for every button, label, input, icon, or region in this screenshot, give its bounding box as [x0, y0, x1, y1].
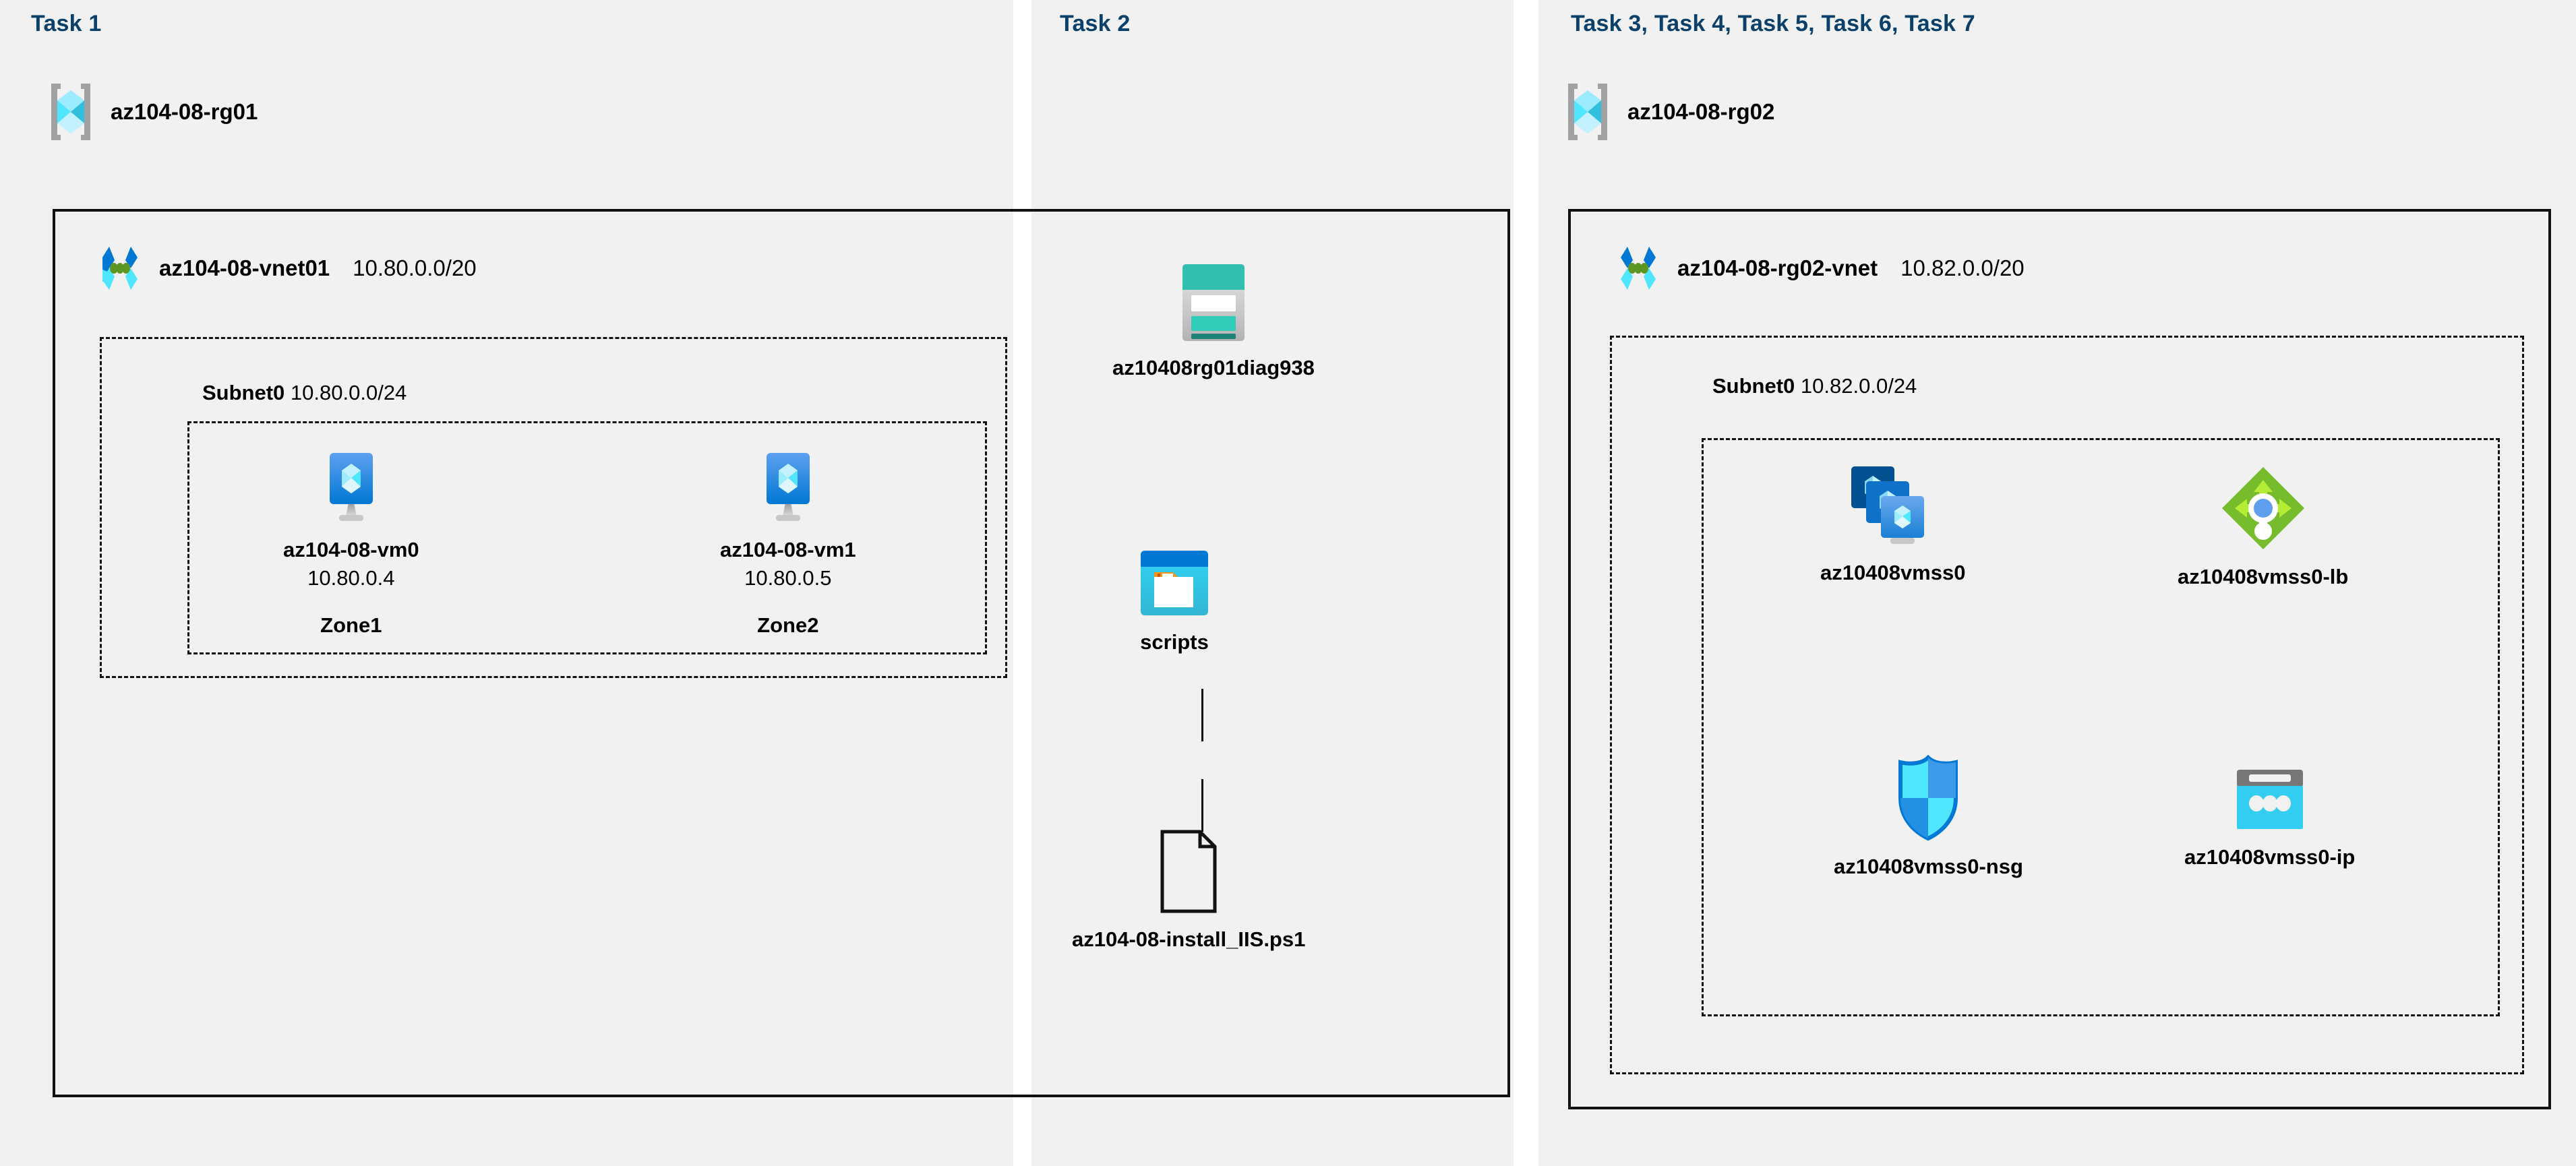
resource-group-label: az104-08-rg01	[111, 99, 258, 124]
subnet-label-2: Subnet0 10.82.0.0/24	[1712, 374, 1917, 398]
blob-container-node[interactable]: scripts	[1139, 549, 1209, 654]
vm-node-1[interactable]: az104-08-vm1 10.80.0.5 Zone2	[720, 452, 856, 638]
vnet-cidr: 10.82.0.0/20	[1900, 255, 2025, 280]
virtual-network-icon	[1613, 243, 1664, 294]
public-ip-address-icon	[2234, 768, 2306, 832]
subnet-cidr: 10.80.0.0/24	[290, 381, 407, 404]
public-ip-address-node[interactable]: az10408vmss0-ip	[2184, 768, 2355, 869]
resource-group-label: az104-08-rg02	[1627, 99, 1775, 124]
resource-group-rg01: az104-08-rg01	[46, 81, 258, 143]
task1-column-panel	[0, 0, 1013, 1166]
storage-to-container-connector	[1201, 689, 1203, 741]
vm-name: az104-08-vm1	[720, 538, 856, 561]
virtual-network-icon	[94, 243, 146, 294]
vnet-name: az104-08-rg02-vnet	[1677, 255, 1878, 280]
storage-account-icon	[1180, 263, 1247, 342]
public-ip-address-name: az10408vmss0-ip	[2184, 845, 2356, 869]
subnet-cidr: 10.82.0.0/24	[1800, 374, 1917, 398]
storage-account-name: az10408rg01diag938	[1112, 356, 1315, 379]
network-security-group-node[interactable]: az10408vmss0-nsg	[1834, 755, 2023, 879]
load-balancer-node[interactable]: az10408vmss0-lb	[2178, 465, 2348, 589]
file-name: az104-08-install_IIS.ps1	[1072, 927, 1306, 951]
subnet0-boundary-rg02vnet	[1610, 336, 2524, 1074]
blob-container-name: scripts	[1140, 630, 1209, 654]
vnet01-title-row: az104-08-vnet01 10.80.0.0/20	[94, 243, 477, 294]
vnet-name: az104-08-vnet01	[159, 255, 330, 280]
rg02-vnet-title-row: az104-08-rg02-vnet 10.82.0.0/20	[1613, 243, 2025, 294]
task3to7-column-panel	[1538, 0, 2576, 1166]
network-security-group-icon	[1891, 755, 1965, 841]
resource-group-rg02: az104-08-rg02	[1563, 81, 1774, 143]
rg02-vnet-boundary	[1568, 209, 2551, 1109]
task2-column-panel	[1031, 0, 1514, 1166]
vm-scale-set-name: az10408vmss0	[1820, 561, 1966, 584]
vm-name: az104-08-vm0	[283, 538, 419, 561]
vm-ip: 10.80.0.4	[307, 566, 395, 590]
vm-zone: Zone1	[320, 613, 382, 637]
task-header-2: Task 2	[1060, 11, 1131, 36]
network-security-group-name: az10408vmss0-nsg	[1834, 855, 2023, 878]
vm-zone: Zone2	[757, 613, 819, 637]
vm-scale-set-node[interactable]: az10408vmss0	[1820, 465, 1965, 585]
subnet-label-1: Subnet0 10.80.0.0/24	[202, 381, 407, 405]
task-header-1: Task 1	[31, 11, 102, 36]
load-balancer-icon	[2220, 465, 2306, 551]
task-header-3: Task 3, Task 4, Task 5, Task 6, Task 7	[1571, 11, 1975, 36]
file-icon	[1156, 829, 1222, 914]
vm-group-boundary	[187, 421, 987, 654]
resource-group-icon	[1563, 81, 1613, 143]
virtual-machine-icon	[756, 452, 820, 524]
storage-account-node[interactable]: az10408rg01diag938	[1112, 263, 1315, 380]
file-node[interactable]: az104-08-install_IIS.ps1	[1072, 829, 1305, 952]
vm-scale-set-icon	[1846, 465, 1940, 547]
subnet-name: Subnet0	[202, 381, 285, 404]
subnet-name: Subnet0	[1712, 374, 1795, 398]
resource-group-icon	[46, 81, 96, 143]
virtual-machine-icon	[319, 452, 384, 524]
subnet0-boundary-vnet01	[100, 337, 1007, 678]
container-to-file-connector	[1201, 779, 1203, 832]
vm-node-0[interactable]: az104-08-vm0 10.80.0.4 Zone1	[283, 452, 419, 638]
load-balancer-name: az10408vmss0-lb	[2178, 565, 2349, 588]
vmss-group-boundary	[1702, 438, 2500, 1016]
vnet-cidr: 10.80.0.0/20	[353, 255, 477, 280]
blob-container-icon	[1139, 549, 1209, 617]
vm-ip: 10.80.0.5	[744, 566, 832, 590]
vnet01-boundary	[53, 209, 1510, 1097]
